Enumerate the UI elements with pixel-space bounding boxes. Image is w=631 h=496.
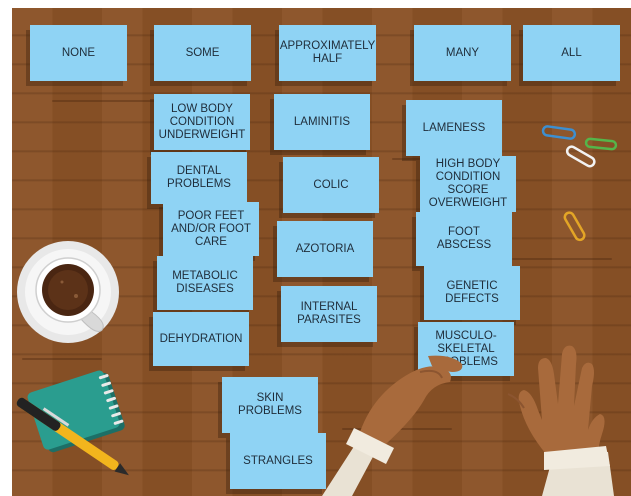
wood-grain (52, 100, 172, 102)
card-dental-problems[interactable]: DENTAL PROBLEMS (151, 152, 247, 204)
card-high-body-condition[interactable]: HIGH BODY CONDITION SCORE OVERWEIGHT (420, 156, 516, 212)
card-poor-feet[interactable]: POOR FEET AND/OR FOOT CARE (163, 202, 259, 256)
pen-icon (16, 397, 129, 476)
paper-clip-icon (565, 145, 596, 168)
card-label: FOOT ABSCESS (436, 226, 492, 251)
notebook-icon (27, 370, 125, 453)
header-card-none[interactable]: NONE (30, 25, 127, 81)
card-dehydration[interactable]: DEHYDRATION (153, 312, 249, 366)
header-label: MANY (445, 46, 480, 59)
card-label: LOW BODY CONDITION UNDERWEIGHT (158, 102, 246, 141)
header-label: NONE (61, 46, 96, 59)
card-internal-parasites[interactable]: INTERNAL PARASITES (281, 286, 377, 342)
header-card-approximately-half[interactable]: APPROXIMATELY HALF (279, 25, 376, 81)
card-skin-problems[interactable]: SKIN PROBLEMS (222, 377, 318, 433)
card-metabolic-diseases[interactable]: METABOLIC DISEASES (157, 256, 253, 310)
card-low-body-condition[interactable]: LOW BODY CONDITION UNDERWEIGHT (154, 94, 250, 150)
header-label: ALL (561, 46, 582, 59)
card-lameness[interactable]: LAMENESS (406, 100, 502, 156)
desk-scene: NONE SOME APPROXIMATELY HALF MANY ALL LO… (12, 8, 631, 496)
card-label: DENTAL PROBLEMS (167, 165, 231, 190)
card-label: HIGH BODY CONDITION SCORE OVERWEIGHT (428, 158, 508, 209)
right-hand-icon (507, 345, 614, 496)
header-card-all[interactable]: ALL (523, 25, 620, 81)
paper-clip-icon (563, 211, 586, 242)
card-azotoria[interactable]: AZOTORIA (277, 221, 373, 277)
card-label: GENETIC DEFECTS (445, 280, 499, 305)
card-label: LAMINITIS (293, 115, 351, 128)
card-label: METABOLIC DISEASES (172, 270, 238, 295)
header-card-many[interactable]: MANY (414, 25, 511, 81)
card-label: POOR FEET AND/OR FOOT CARE (171, 209, 251, 248)
card-foot-abscess[interactable]: FOOT ABSCESS (416, 212, 512, 266)
paper-clip-icon (541, 125, 618, 151)
header-label: SOME (185, 46, 220, 59)
left-hand-icon (322, 355, 463, 496)
card-colic[interactable]: COLIC (283, 157, 379, 213)
card-label: INTERNAL PARASITES (297, 301, 361, 326)
card-label: LAMENESS (422, 121, 486, 134)
card-strangles[interactable]: STRANGLES (230, 433, 326, 489)
card-genetic-defects[interactable]: GENETIC DEFECTS (424, 266, 520, 320)
card-label: DEHYDRATION (159, 332, 243, 345)
header-label: APPROXIMATELY HALF (279, 40, 376, 65)
wood-grain (22, 358, 102, 360)
card-label: SKIN PROBLEMS (238, 392, 302, 417)
card-laminitis[interactable]: LAMINITIS (274, 94, 370, 150)
card-label: AZOTORIA (295, 242, 355, 255)
coffee-cup-icon (17, 241, 119, 343)
header-card-some[interactable]: SOME (154, 25, 251, 81)
wood-grain (512, 258, 612, 260)
card-label: COLIC (313, 178, 349, 191)
card-label: STRANGLES (243, 454, 313, 467)
